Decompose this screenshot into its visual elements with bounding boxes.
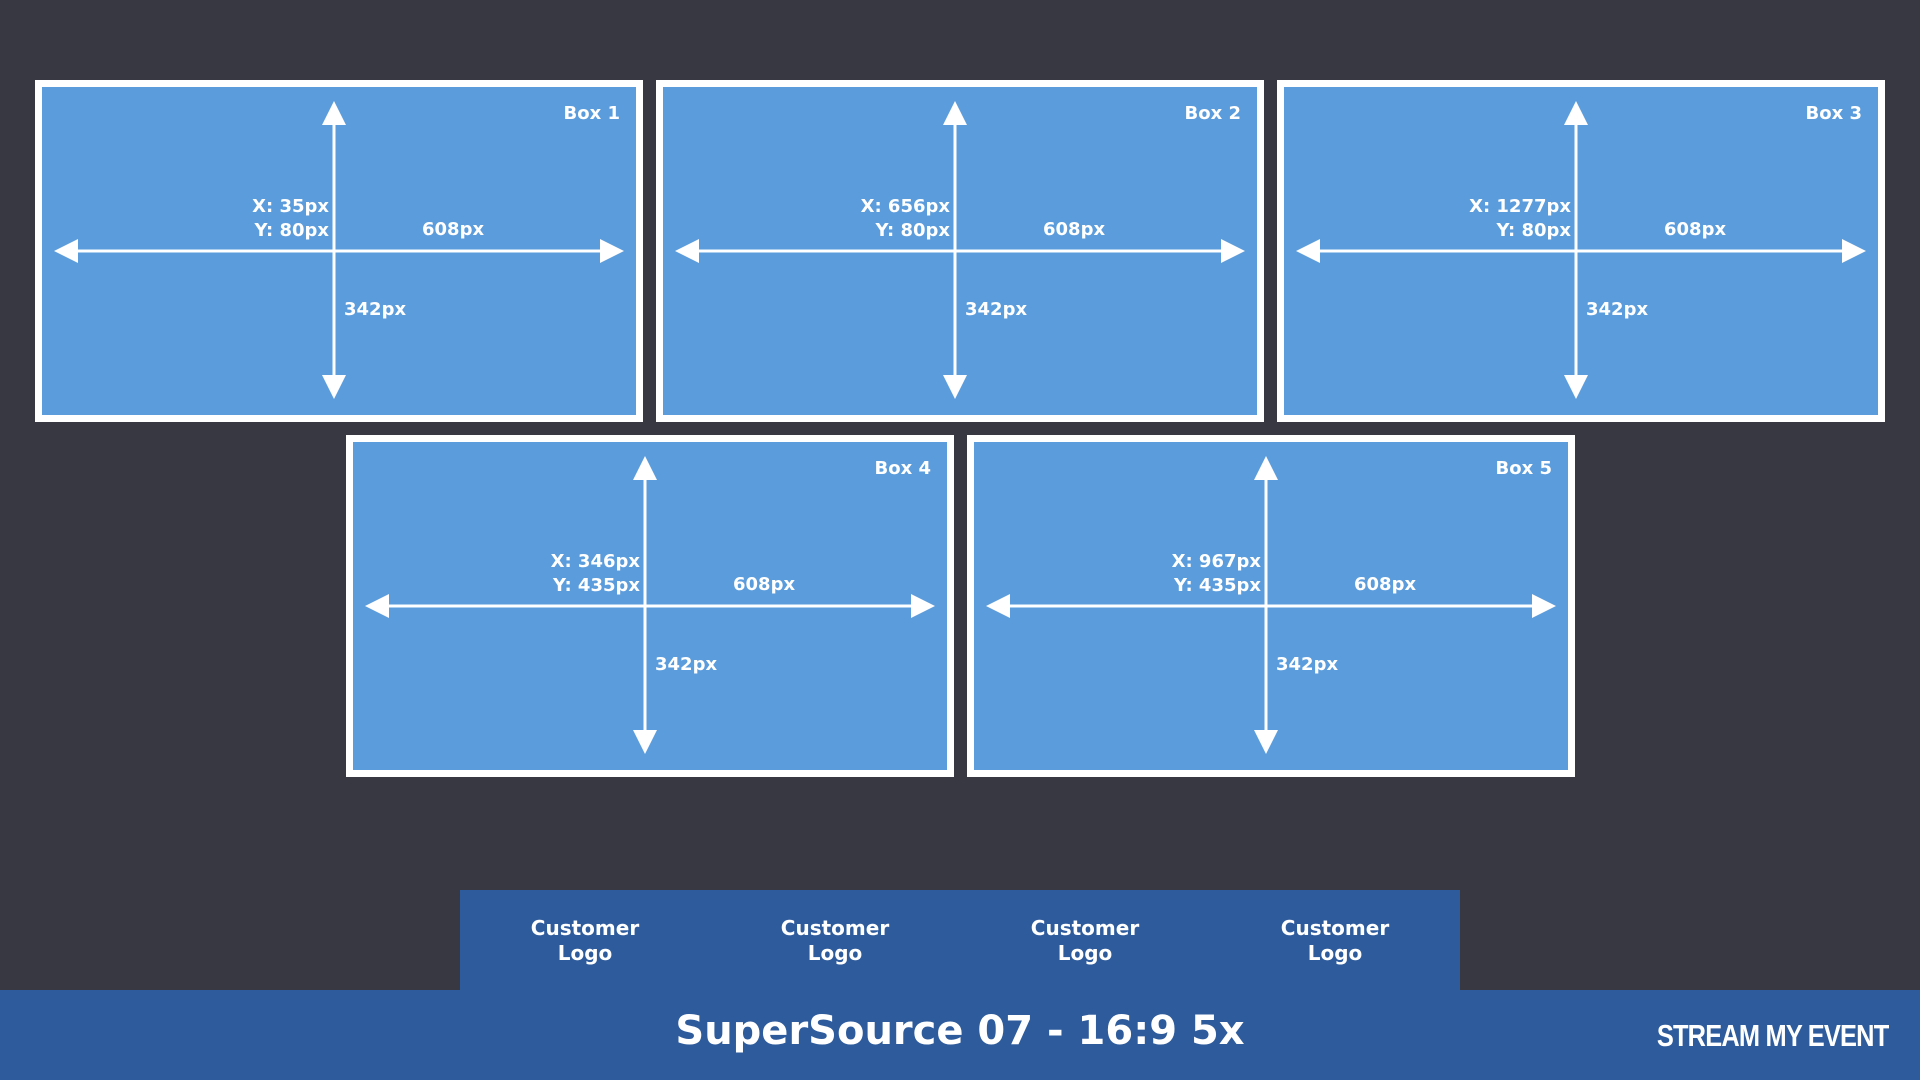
- logo-line-2: Logo: [557, 941, 613, 965]
- dimension-arrows-icon: [1296, 101, 1866, 399]
- box-3: Box 3 X: 1277px Y: 80px 608px 342px: [1277, 80, 1885, 422]
- position-readout: X: 967px Y: 435px: [1172, 550, 1261, 598]
- y-position: Y: 80px: [875, 220, 950, 241]
- dimension-arrows-icon: [365, 456, 935, 754]
- box-label: Box 4: [874, 458, 932, 479]
- box-5: Box 5 X: 967px Y: 435px 608px 342px: [967, 435, 1575, 777]
- brand-logo: STREAM MY EVENT: [1656, 1018, 1888, 1053]
- dimension-arrows-icon: [986, 456, 1556, 754]
- position-readout: X: 346px Y: 435px: [551, 550, 640, 598]
- width-label: 608px: [1043, 219, 1106, 240]
- logo-line-1: Customer: [1280, 916, 1390, 940]
- position-readout: X: 656px Y: 80px: [861, 195, 950, 243]
- footer-bar: SuperSource 07 - 16:9 5x STREAM MY EVENT: [0, 990, 1920, 1080]
- y-position: Y: 80px: [254, 220, 329, 241]
- logo-line-1: Customer: [530, 916, 640, 940]
- dimension-arrows-icon: [675, 101, 1245, 399]
- dimension-arrows-icon: [54, 101, 624, 399]
- height-label: 342px: [655, 654, 718, 675]
- box-label: Box 5: [1495, 458, 1553, 479]
- y-position: Y: 435px: [1173, 575, 1261, 596]
- x-position: X: 35px: [252, 196, 329, 217]
- width-label: 608px: [733, 574, 796, 595]
- x-position: X: 967px: [1171, 551, 1261, 572]
- box-4: Box 4 X: 346px Y: 435px 608px 342px: [346, 435, 954, 777]
- width-label: 608px: [422, 219, 485, 240]
- x-position: X: 346px: [550, 551, 640, 572]
- box-1: Box 1 X: 35px Y: 80px 608px 342px: [35, 80, 643, 422]
- footer-title: SuperSource 07 - 16:9 5x: [675, 1008, 1245, 1054]
- logo-line-1: Customer: [1030, 916, 1140, 940]
- logo-line-2: Logo: [1307, 941, 1363, 965]
- x-position: X: 656px: [860, 196, 950, 217]
- logo-line-1: Customer: [780, 916, 890, 940]
- width-label: 608px: [1664, 219, 1727, 240]
- height-label: 342px: [344, 299, 407, 320]
- height-label: 342px: [965, 299, 1028, 320]
- y-position: Y: 80px: [1496, 220, 1571, 241]
- box-label: Box 2: [1184, 103, 1242, 124]
- y-position: Y: 435px: [552, 575, 640, 596]
- logo-line-2: Logo: [1057, 941, 1113, 965]
- box-2: Box 2 X: 656px Y: 80px 608px 342px: [656, 80, 1264, 422]
- box-label: Box 3: [1805, 103, 1863, 124]
- position-readout: X: 35px Y: 80px: [252, 195, 329, 243]
- height-label: 342px: [1586, 299, 1649, 320]
- logo-line-2: Logo: [807, 941, 863, 965]
- position-readout: X: 1277px Y: 80px: [1469, 195, 1571, 243]
- x-position: X: 1277px: [1469, 196, 1571, 217]
- height-label: 342px: [1276, 654, 1339, 675]
- width-label: 608px: [1354, 574, 1417, 595]
- box-label: Box 1: [563, 103, 621, 124]
